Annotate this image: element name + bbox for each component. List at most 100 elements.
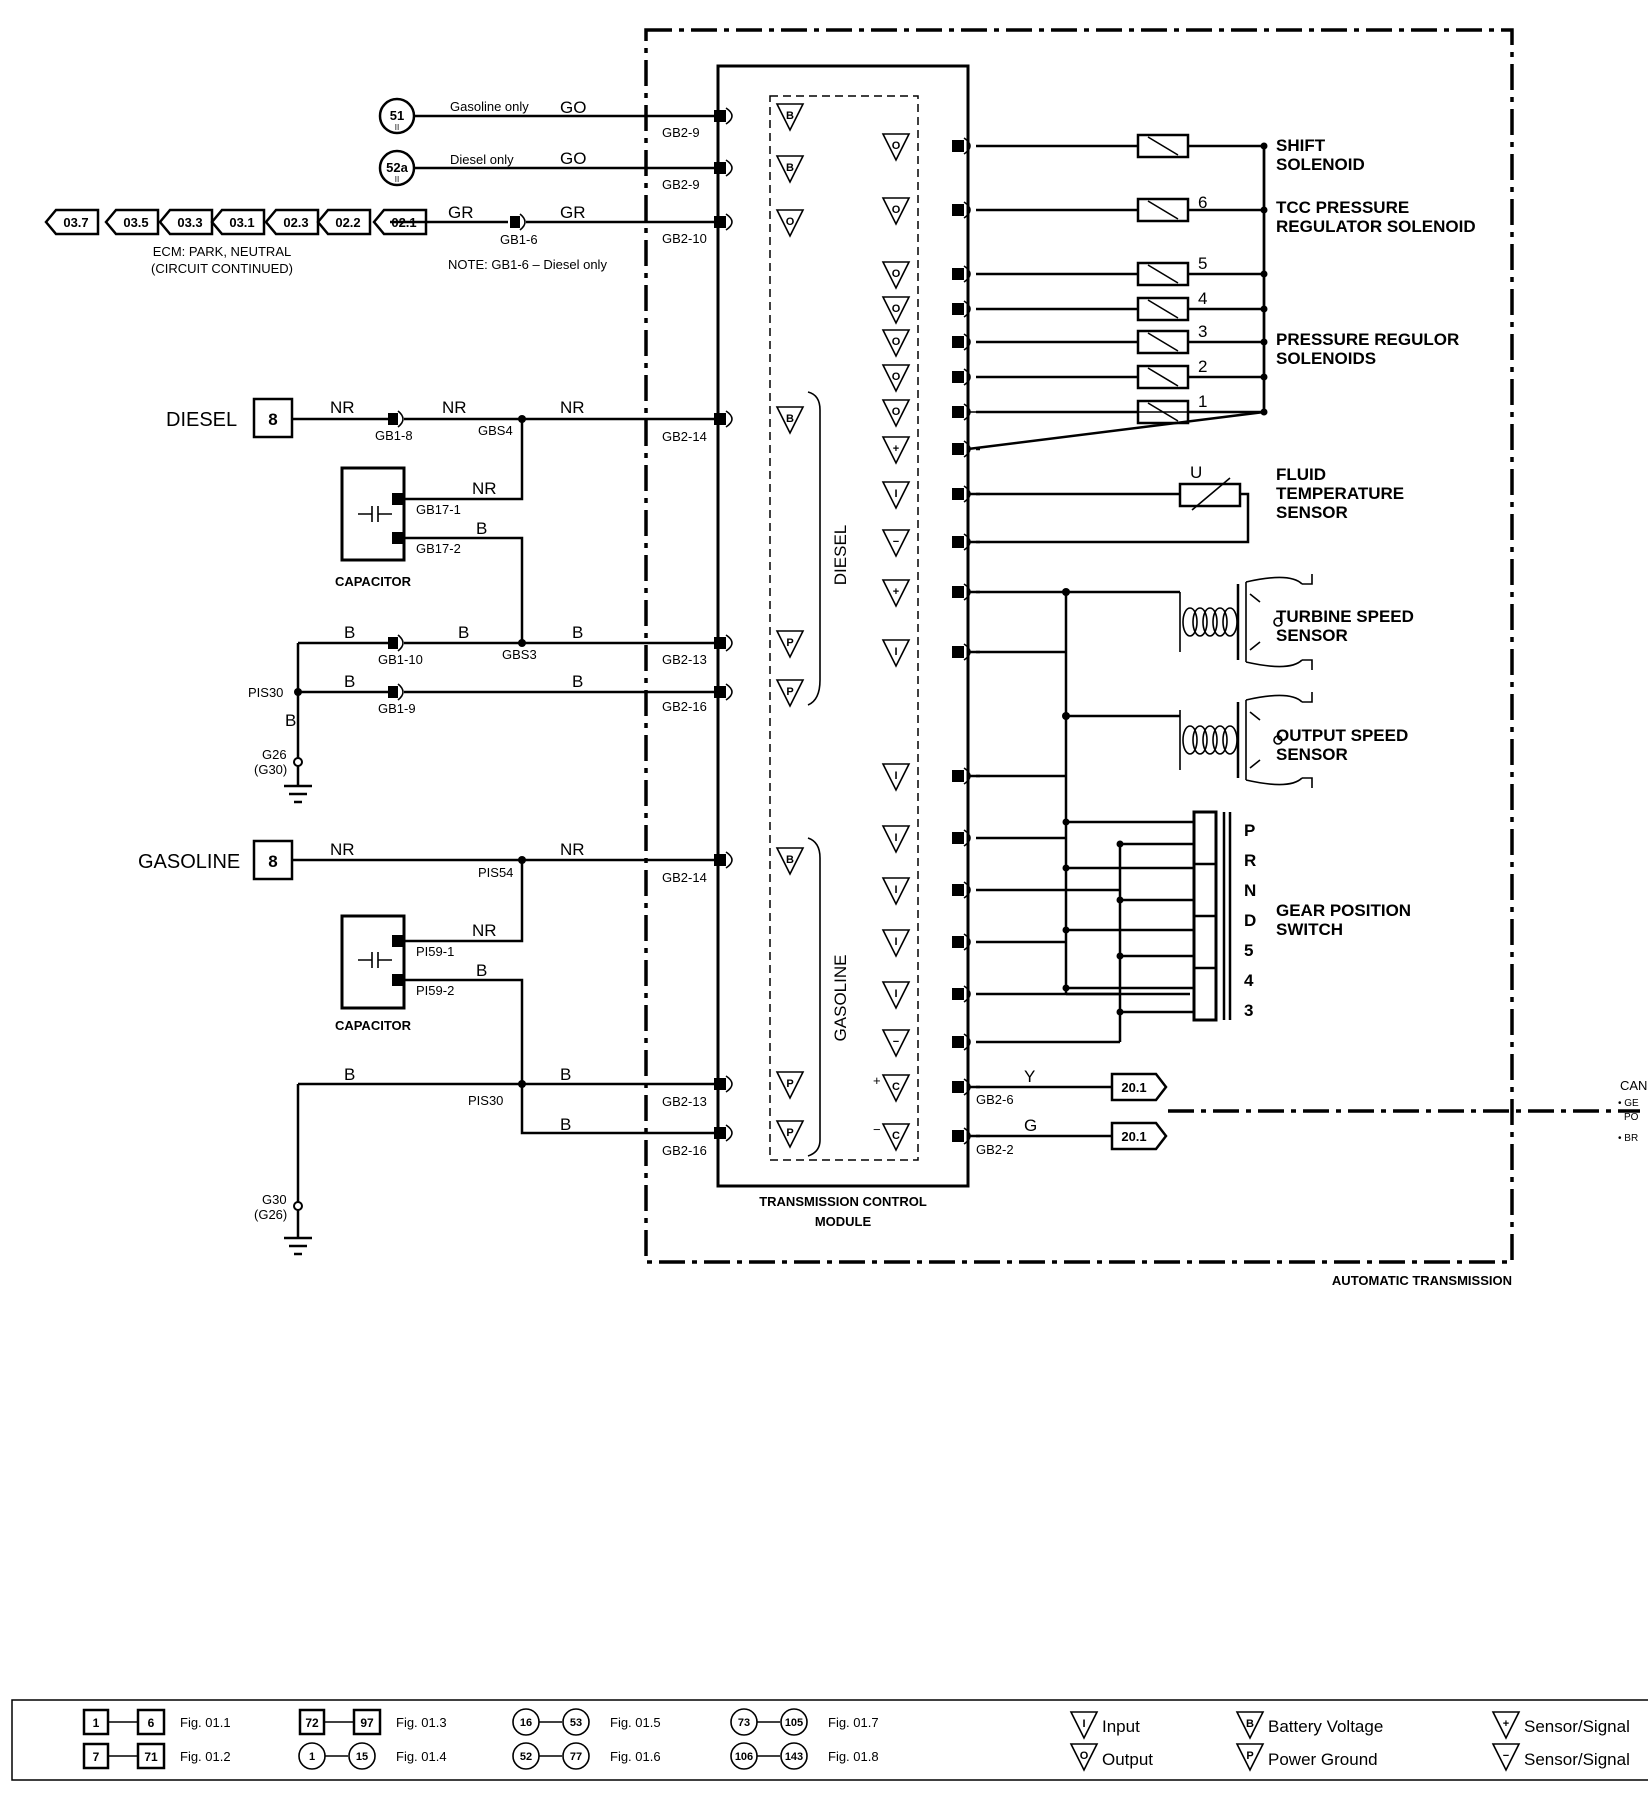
pin-curl [725,683,733,701]
svg-text:NR: NR [442,398,467,417]
gasoline-vertical-label: GASOLINE [831,955,850,1042]
legend-ref-circle [348,1742,376,1770]
svg-text:B: B [560,1115,571,1134]
svg-text:GB2-6: GB2-6 [976,1092,1014,1107]
pin-square [714,1127,726,1139]
battery-voltage-icon-letter: B [1246,1718,1254,1730]
solenoid-number: 5 [1198,254,1207,273]
pin-curl [963,201,971,219]
pressure-reg-label: PRESSURE REGULOR [1276,330,1459,349]
pin-square [714,110,726,122]
pin-square [952,988,964,1000]
diesel-only-note: Diesel only [450,152,514,167]
gear-position-label: GEAR POSITION [1276,901,1411,920]
svg-text:G: G [1024,1116,1037,1135]
svg-text:CAN: CAN [1620,1078,1647,1093]
svg-text:143: 143 [785,1751,803,1763]
pin-curl [725,1075,733,1093]
connector-51: 51 II [378,97,416,135]
pin-curl [725,159,733,177]
sensor-signal-icon-letter: + [1503,1718,1509,1730]
svg-text:GB2-2: GB2-2 [976,1142,1014,1157]
svg-text:GB17-2: GB17-2 [416,541,461,556]
can-icon [881,1074,911,1103]
pin-square [714,162,726,174]
svg-text:B: B [344,1065,355,1084]
gear-letter: N [1244,881,1256,900]
ecm-note-2: (CIRCUIT CONTINUED) [151,261,293,276]
pin-curl [963,881,971,899]
legend-ref-circle [562,1742,590,1770]
ecm-ref-label: 03.1 [229,215,254,230]
input-icon [881,877,911,906]
svg-text:II: II [395,123,399,132]
output-icon [775,209,805,238]
sensor-signal-icon-letter: + [893,443,899,455]
legend-ref-box [352,1708,382,1736]
svg-text:(G26): (G26) [254,1207,287,1222]
svg-text:B: B [458,623,469,642]
gb1-6-note: NOTE: GB1-6 – Diesel only [448,257,607,272]
power-ground-icon [775,1120,805,1149]
svg-text:NR: NR [330,840,355,859]
pin-square [952,832,964,844]
legend-fig-ref: Fig. 01.2 [180,1749,231,1764]
svg-text:NR: NR [560,398,585,417]
input-icon [881,981,911,1010]
input-icon-letter: I [894,884,897,896]
pin-curl [963,300,971,318]
svg-text:B: B [572,672,583,691]
ecm-ref-label: 03.3 [177,215,202,230]
svg-text:REGULATOR SOLENOID: REGULATOR SOLENOID [1276,217,1476,236]
svg-text:8: 8 [268,852,277,871]
pin-curl [963,933,971,951]
legend-sensor-2: Sensor/Signal [1524,1750,1630,1769]
svg-text:(G30): (G30) [254,762,287,777]
svg-text:NR: NR [472,479,497,498]
splice-gb1-6: GB1-6 [500,232,538,247]
svg-text:PIS30: PIS30 [468,1093,503,1108]
legend-sensor-1: Sensor/Signal [1524,1717,1630,1736]
power-ground-icon [775,630,805,659]
output-icon [881,197,911,226]
pin-curl [963,265,971,283]
svg-text:• BR: • BR [1618,1133,1638,1144]
legend-battery: Battery Voltage [1268,1717,1383,1736]
ecm-note-1: ECM: PARK, NEUTRAL [153,244,291,259]
svg-text:SOLENOID: SOLENOID [1276,155,1365,174]
output-icon-letter: O [892,204,901,216]
svg-text:GBS4: GBS4 [478,423,513,438]
output-icon-letter: O [892,371,901,383]
svg-text:97: 97 [360,1716,374,1730]
battery-voltage-icon [1235,1711,1265,1740]
battery-voltage-icon-letter: B [786,110,794,122]
gear-letter: 4 [1244,971,1254,990]
legend-output: Output [1102,1750,1153,1769]
sensor-signal-icon [881,1029,911,1058]
pin-square [952,1081,964,1093]
pin-square [952,204,964,216]
input-icon [881,825,911,854]
legend-fig-ref: Fig. 01.1 [180,1715,231,1730]
fluid-temp-label: FLUID [1276,465,1326,484]
legend-box [11,1699,1648,1781]
legend-fig-ref: Fig. 01.5 [610,1715,661,1730]
ecm-ref-label: 02.2 [335,215,360,230]
gasoline-bracket [807,837,821,1157]
wire-gr-1: GR [448,203,474,222]
ecm-ref-arrow [104,208,160,236]
svg-text:51: 51 [390,108,404,123]
svg-text:PO: PO [1624,1112,1639,1123]
gear-letter: P [1244,821,1255,840]
power-ground-icon-letter: P [786,637,793,649]
svg-text:SOLENOIDS: SOLENOIDS [1276,349,1376,368]
can-icon-letter: C [892,1130,900,1142]
pin-curl [963,1033,971,1051]
tcm-title-2: MODULE [815,1214,872,1229]
pin-square [952,1130,964,1142]
svg-text:SENSOR: SENSOR [1276,626,1348,645]
power-ground-icon-letter: P [786,1078,793,1090]
svg-text:GB1-8: GB1-8 [375,428,413,443]
